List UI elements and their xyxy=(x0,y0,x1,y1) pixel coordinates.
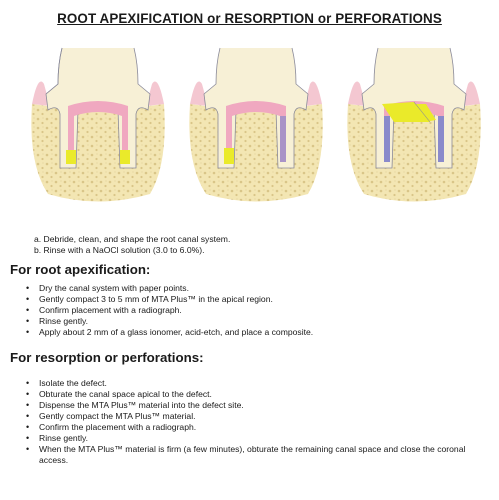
list-item: Gently compact the MTA Plus™ material. xyxy=(26,411,466,422)
apexification-heading: For root apexification: xyxy=(10,262,151,277)
list-item: Dry the canal system with paper points. xyxy=(26,283,313,294)
intro-steps: a. Debride, clean, and shape the root ca… xyxy=(34,234,230,256)
list-item: Obturate the canal space apical to the d… xyxy=(26,389,466,400)
tooth-apical-mta-illustration xyxy=(189,47,323,202)
list-item: Isolate the defect. xyxy=(26,378,466,389)
list-item: Rinse gently. xyxy=(26,316,313,327)
list-item: When the MTA Plus™ material is firm (a f… xyxy=(26,444,466,466)
apexification-list: Dry the canal system with paper points. … xyxy=(26,283,313,338)
intro-step-b: b. Rinse with a NaOCl solution (3.0 to 6… xyxy=(34,245,205,255)
tooth-perforation-illustration xyxy=(347,47,481,202)
page-title: ROOT APEXIFICATION or RESORPTION or PERF… xyxy=(57,11,442,26)
list-item: Dispense the MTA Plus™ material into the… xyxy=(26,400,466,411)
list-item: Confirm placement with a radiograph. xyxy=(26,305,313,316)
tooth-illustrations xyxy=(31,47,481,202)
list-item: Apply about 2 mm of a glass ionomer, aci… xyxy=(26,327,313,338)
tooth-apexification-illustration xyxy=(31,47,165,202)
resorption-heading: For resorption or perforations: xyxy=(10,350,204,365)
list-item: Rinse gently. xyxy=(26,433,466,444)
resorption-list: Isolate the defect. Obturate the canal s… xyxy=(26,378,466,466)
intro-step-a: a. Debride, clean, and shape the root ca… xyxy=(34,234,231,244)
list-item: Confirm the placement with a radiograph. xyxy=(26,422,466,433)
list-item: Gently compact 3 to 5 mm of MTA Plus™ in… xyxy=(26,294,313,305)
